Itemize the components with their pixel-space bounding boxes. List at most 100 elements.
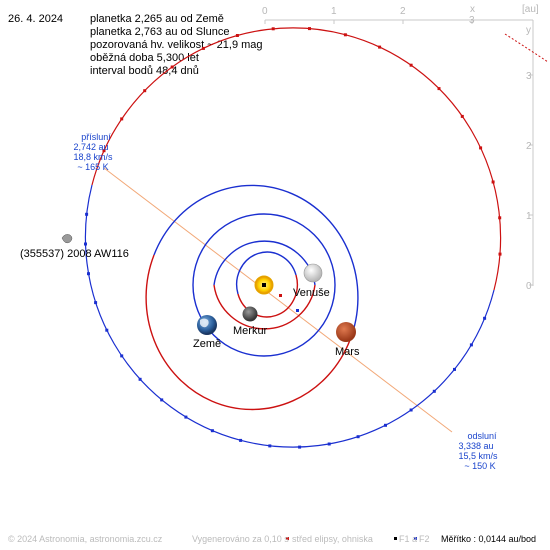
footer-legend-f2: F2 bbox=[419, 534, 430, 544]
footer-copyright: © 2024 Astronomia, astronomia.zcu.cz bbox=[8, 534, 163, 544]
perihelion-title: přísluní bbox=[81, 132, 111, 142]
interval-point-marker bbox=[308, 27, 311, 31]
mars-orbit-north bbox=[145, 254, 351, 411]
interval-point-marker bbox=[120, 117, 124, 121]
footer-legend-center: střed elipsy, ohniska bbox=[292, 534, 373, 544]
interval-point-marker bbox=[143, 89, 147, 93]
mars-label: Mars bbox=[335, 346, 360, 358]
ellipse-center-marker bbox=[279, 294, 282, 297]
asteroid-name-label: (355537) 2008 AW116 bbox=[20, 248, 129, 260]
aphelion-labels: odsluní 3,338 au 15,5 km/s ~ 150 K bbox=[458, 431, 498, 471]
interval-point-marker bbox=[491, 180, 495, 184]
perihelion-distance: 2,742 au bbox=[73, 142, 108, 152]
info-sun-distance: planetka 2,763 au od Slunce bbox=[90, 26, 230, 38]
interval-point-marker bbox=[437, 87, 441, 91]
interval-point-marker bbox=[94, 301, 98, 305]
info-period: oběžná doba 5,300 let bbox=[90, 52, 199, 64]
asteroid-icon bbox=[61, 234, 73, 244]
legend-center-marker bbox=[286, 537, 289, 540]
axes bbox=[264, 19, 534, 286]
axis-x-label: x bbox=[470, 4, 475, 15]
interval-point-marker bbox=[453, 367, 456, 371]
info-block: planetka 2,265 au od Země planetka 2,763… bbox=[90, 13, 263, 78]
interval-point-marker bbox=[378, 45, 382, 49]
footer-generated: Vygenerováno za 0,10 s bbox=[192, 534, 289, 544]
interval-point-marker bbox=[356, 435, 360, 439]
interval-point-marker bbox=[409, 408, 413, 412]
interval-point-marker bbox=[210, 429, 214, 433]
top-tick-3: 3 bbox=[469, 15, 475, 26]
interval-point-marker bbox=[201, 46, 205, 50]
axis-unit-label: [au] bbox=[522, 4, 539, 15]
interval-point-marker bbox=[239, 438, 243, 442]
focus-f2-marker bbox=[296, 309, 299, 312]
interval-point-marker bbox=[160, 398, 164, 402]
interval-point-marker bbox=[102, 149, 106, 153]
top-tick-0: 0 bbox=[262, 6, 268, 17]
venus-icon bbox=[303, 263, 323, 283]
date-label: 26. 4. 2024 bbox=[8, 13, 64, 25]
interval-point-marker bbox=[235, 34, 239, 37]
interval-point-marker bbox=[170, 65, 174, 69]
top-tick-2: 2 bbox=[400, 6, 406, 17]
interval-point-marker bbox=[105, 328, 109, 332]
right-tick-2: 2 bbox=[526, 141, 532, 152]
interval-point-marker bbox=[120, 354, 124, 358]
mercury-orbit-north bbox=[237, 274, 299, 318]
axis-y-label: y bbox=[526, 25, 531, 36]
mercury-icon bbox=[242, 306, 258, 322]
earth-label: Země bbox=[193, 338, 221, 350]
right-tick-3: 3 bbox=[526, 71, 532, 82]
interval-point-marker bbox=[469, 343, 473, 347]
legend-f1-marker bbox=[394, 537, 397, 540]
perihelion-speed: 18,8 km/s bbox=[73, 152, 113, 162]
mars-orbit-south bbox=[153, 184, 359, 341]
interval-point-marker bbox=[85, 212, 89, 216]
venus-orbit-north bbox=[213, 284, 316, 330]
apsis-line bbox=[103, 167, 453, 433]
aphelion-speed: 15,5 km/s bbox=[458, 451, 498, 461]
interval-markers bbox=[84, 27, 502, 449]
right-tick-1: 1 bbox=[526, 211, 532, 222]
aphelion-distance: 3,338 au bbox=[458, 441, 493, 451]
asteroid-orbit-north bbox=[91, 27, 502, 291]
interval-point-marker bbox=[84, 242, 87, 246]
top-tick-1: 1 bbox=[331, 6, 337, 17]
earth-orbit bbox=[192, 213, 336, 357]
interval-point-marker bbox=[87, 272, 90, 276]
interval-point-marker bbox=[184, 415, 188, 419]
footer-scale: Měřítko : 0,0144 au/bod bbox=[441, 534, 537, 544]
interval-point-marker bbox=[327, 442, 331, 446]
interval-point-marker bbox=[479, 146, 483, 150]
perihelion-labels: přísluní 2,742 au 18,8 km/s ~ 165 K bbox=[73, 132, 113, 172]
interval-point-marker bbox=[138, 377, 142, 381]
mercury-orbit-south bbox=[235, 251, 297, 295]
interval-point-marker bbox=[498, 252, 502, 256]
venus-label: Venuše bbox=[293, 287, 330, 299]
info-earth-distance: planetka 2,265 au od Země bbox=[90, 13, 224, 25]
aphelion-title: odsluní bbox=[467, 431, 497, 441]
interval-point-marker bbox=[384, 423, 387, 427]
aphelion-temp: ~ 150 K bbox=[464, 461, 495, 471]
interval-point-marker bbox=[432, 389, 436, 393]
interval-point-marker bbox=[498, 216, 502, 220]
focus-f1-marker bbox=[262, 283, 266, 287]
interval-point-marker bbox=[460, 114, 464, 118]
interval-point-marker bbox=[483, 316, 487, 320]
right-tick-0: 0 bbox=[526, 281, 532, 292]
interval-point-marker bbox=[343, 33, 347, 37]
asteroid-orbit-south bbox=[84, 184, 495, 448]
interval-point-marker bbox=[268, 444, 272, 448]
earth-cloud-shape bbox=[200, 318, 209, 328]
outer-orbit-arc bbox=[504, 33, 549, 63]
legend-f2-marker bbox=[414, 537, 417, 540]
interval-point-marker bbox=[271, 27, 275, 31]
mercury-label: Merkur bbox=[233, 325, 268, 337]
mars-icon bbox=[336, 322, 356, 342]
footer-legend-f1: F1 a bbox=[399, 534, 418, 544]
interval-point-marker bbox=[409, 63, 413, 67]
perihelion-temp: ~ 165 K bbox=[77, 162, 108, 172]
interval-point-marker bbox=[298, 445, 302, 449]
